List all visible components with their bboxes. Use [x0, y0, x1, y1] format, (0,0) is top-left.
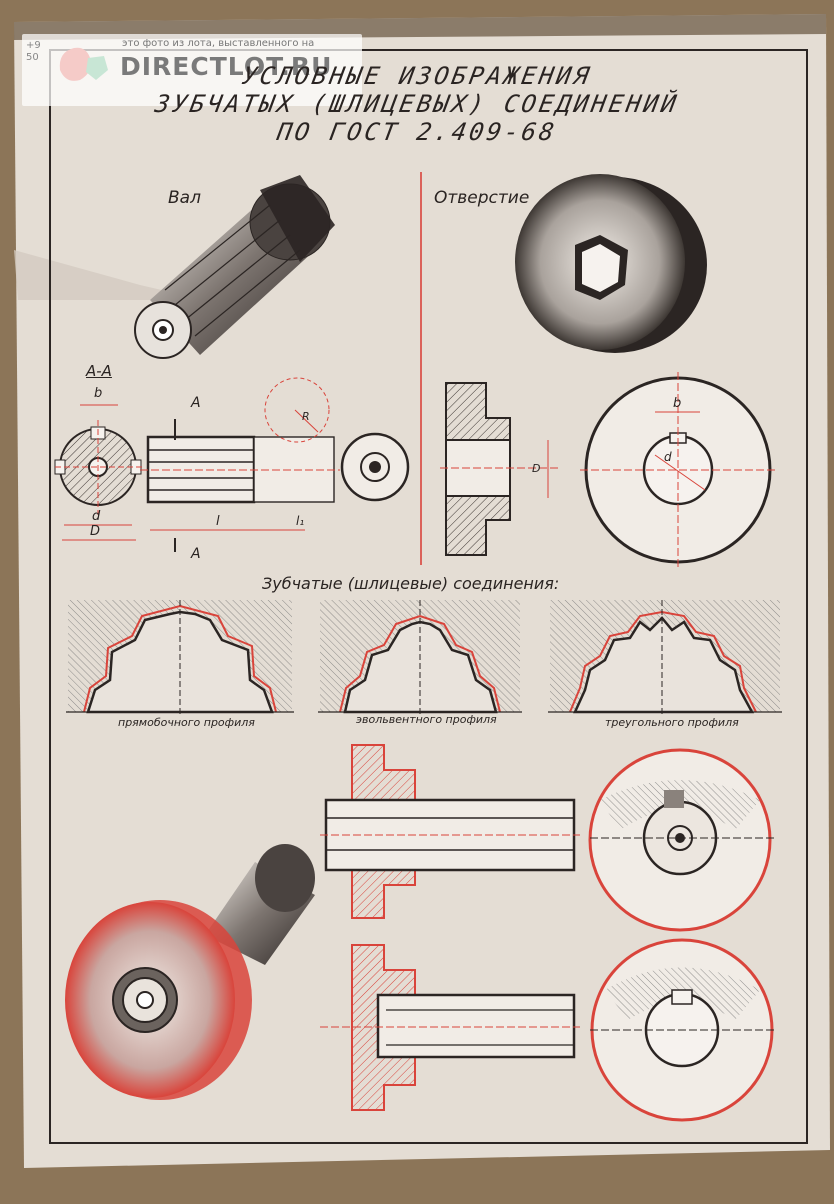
watermark-tag: +9 50 [26, 40, 41, 64]
section-aa [54, 404, 142, 541]
shaft-isometric [134, 175, 335, 359]
hole-label: Отверстие [434, 188, 530, 208]
watermark-panel [22, 34, 362, 106]
profile-label-triangular: треугольного профиля [605, 716, 739, 729]
cut-letter-bottom: A [191, 546, 201, 562]
dim-b-left: b [94, 386, 103, 401]
watermark-tag-top: +9 [26, 40, 41, 51]
profiles-heading: Зубчатые (шлицевые) соединения: [262, 574, 560, 593]
watermark-brand: DIRECTLOT.RU [120, 52, 333, 81]
profile-triangular [548, 600, 782, 716]
watermark-note: это фото из лота, выставленного на [122, 38, 315, 49]
dim-d-hole: d [664, 450, 672, 464]
assembly-isometric [65, 844, 315, 1100]
profile-involute [318, 600, 522, 716]
assembly-upper [320, 744, 775, 932]
dim-d-left: d [92, 509, 101, 524]
dim-D-hole: D [532, 462, 541, 475]
profile-label-involute: эвольвентного профиля [356, 713, 497, 726]
hole-isometric [515, 174, 707, 353]
poster-title-line-2: ЗУБЧАТЫХ (ШЛИЦЕВЫХ) СОЕДИНЕНИЙ [152, 90, 682, 118]
assembly-lower [320, 938, 775, 1122]
section-aa-label: А-А [86, 362, 112, 380]
hole-section [440, 372, 775, 570]
shaft-front-view [140, 377, 410, 552]
dim-l: l [216, 514, 220, 529]
dim-l1: l₁ [296, 514, 305, 528]
poster-title-line-1: УСЛОВНЫЕ ИЗОБРАЖЕНИЯ [240, 62, 594, 90]
dim-b-hole: b [673, 396, 682, 411]
profile-label-straight: прямобочного профиля [118, 716, 255, 729]
dim-R: R [302, 410, 310, 423]
inner-frame [49, 49, 808, 1144]
watermark-tag-bottom: 50 [26, 52, 39, 63]
poster-title-line-3: ПО ГОСТ 2.409-68 [274, 118, 560, 146]
cut-letter-top: A [191, 395, 201, 411]
dim-D-left: D [90, 524, 101, 539]
shaft-label: Вал [168, 188, 201, 208]
profile-straight [66, 600, 294, 716]
